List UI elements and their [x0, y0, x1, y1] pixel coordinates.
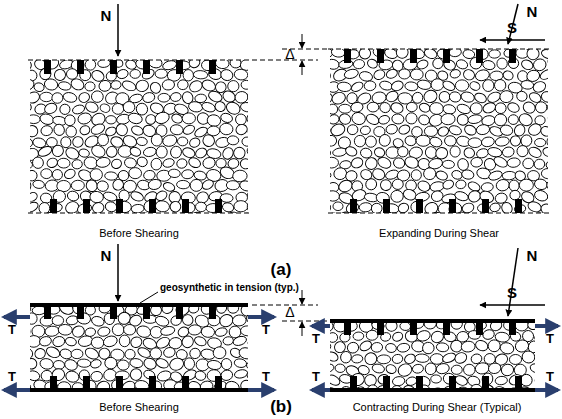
tension-label: T [312, 332, 320, 346]
granular-fill [30, 305, 248, 390]
shear-load-arrow [480, 39, 545, 41]
tension-arrow [4, 315, 30, 319]
tension-arrow [248, 315, 274, 319]
panel-caption: Expanding During Shear [379, 227, 499, 239]
tension-arrow [312, 324, 330, 328]
granular-fill [330, 321, 535, 390]
dimension-arrow [302, 34, 303, 48]
tension-label: T [546, 332, 554, 346]
geosynthetic-layer [30, 303, 248, 307]
tension-arrow [312, 388, 330, 392]
panel-caption: Before Shearing [99, 401, 179, 413]
load-label: N [527, 248, 538, 265]
boundary-line [328, 49, 550, 50]
panel-caption: Before Shearing [99, 227, 179, 239]
extension-line [252, 305, 318, 306]
tension-label: T [546, 370, 554, 384]
extension-line [282, 321, 328, 322]
geosynthetic-layer [330, 319, 535, 323]
tension-label: T [262, 323, 270, 337]
geosynthetic-layer [330, 388, 535, 392]
tension-arrow [535, 388, 558, 392]
tension-label: T [312, 370, 320, 384]
dimension-arrow [302, 61, 303, 75]
leader-line [140, 292, 158, 303]
panel-caption: Contracting During Shear (Typical) [353, 401, 522, 413]
tension-label: T [262, 370, 270, 384]
dimension-label: Δ [285, 305, 294, 320]
normal-load-arrow [508, 248, 518, 316]
normal-load-arrow [117, 244, 119, 301]
dimension-arrow [302, 322, 303, 336]
shear-load-arrow [480, 304, 545, 306]
load-label: N [527, 4, 538, 21]
tension-arrow [248, 388, 274, 392]
subfigure-label: (b) [270, 398, 292, 417]
normal-load-arrow [117, 4, 119, 56]
dimension-arrow [302, 290, 303, 304]
load-label: N [101, 8, 112, 25]
boundary-line [28, 213, 250, 214]
load-label: S [507, 20, 517, 37]
callout-label: geosynthetic in tension (typ.) [160, 282, 299, 293]
tension-label: T [8, 370, 16, 384]
dimension-label: Δ [285, 47, 294, 62]
extension-line [252, 60, 318, 61]
granular-fill [30, 60, 248, 213]
subfigure-label: (a) [271, 261, 292, 280]
granular-fill [330, 49, 548, 213]
load-label: S [507, 285, 517, 302]
boundary-line [328, 213, 550, 214]
tension-arrow [4, 388, 30, 392]
tension-label: T [8, 323, 16, 337]
tension-arrow [535, 324, 558, 328]
geosynthetic-layer [30, 388, 248, 392]
load-label: N [101, 248, 112, 265]
boundary-line [28, 60, 250, 61]
